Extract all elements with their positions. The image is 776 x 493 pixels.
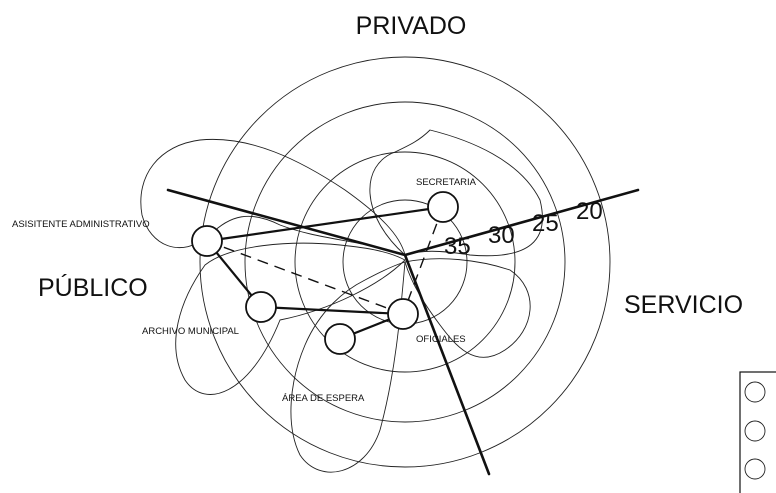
room-label-asistente: ASISITENTE ADMINISTRATIVO: [12, 219, 150, 230]
zoning-axes: [166, 188, 640, 476]
bubble-archivo: [175, 242, 406, 395]
node-espera: [324, 323, 356, 355]
node-asistente: [191, 225, 223, 257]
room-nodes: [191, 191, 459, 355]
legend-symbol-1: [744, 381, 766, 403]
legend-symbol-3: [744, 458, 766, 480]
node-oficiales: [387, 298, 419, 330]
zone-bubbles: [140, 129, 543, 473]
room-label-secretaria: SECRETARIA: [416, 177, 477, 188]
ring-label-30: 30: [488, 222, 515, 249]
axis-servicio: [403, 188, 640, 257]
ring-label-35: 35: [444, 233, 471, 260]
room-label-oficiales: OFICIALES: [416, 334, 466, 345]
link-asistente-secretaria: [206, 205, 444, 243]
room-label-espera: ÁREA DE ESPERA: [282, 393, 365, 404]
zone-label-publico: PÚBLICO: [38, 273, 148, 302]
legend-symbol-2: [744, 420, 766, 442]
bubble-privado: [369, 129, 543, 257]
bubble-espera: [290, 261, 406, 473]
bubble-publico: [140, 138, 406, 256]
room-label-archivo: ARCHIVO MUNICIPAL: [142, 326, 239, 337]
ring-label-20: 20: [576, 198, 603, 225]
axis-publico: [166, 188, 407, 257]
ring-3: [244, 101, 566, 423]
ring-outer: [199, 56, 611, 468]
ring-label-25: 25: [532, 210, 559, 237]
bubble-servicio: [404, 258, 531, 358]
ring-2: [294, 151, 516, 373]
node-secretaria: [427, 191, 459, 223]
link-archivo-oficiales: [260, 305, 404, 316]
zone-label-servicio: SERVICIO: [624, 291, 743, 319]
dashed-link-secretaria-oficiales: [402, 206, 444, 315]
legend-box: [739, 371, 776, 493]
axis-sur: [403, 253, 491, 476]
node-archivo: [245, 291, 277, 323]
zone-label-privado: PRIVADO: [356, 12, 467, 40]
